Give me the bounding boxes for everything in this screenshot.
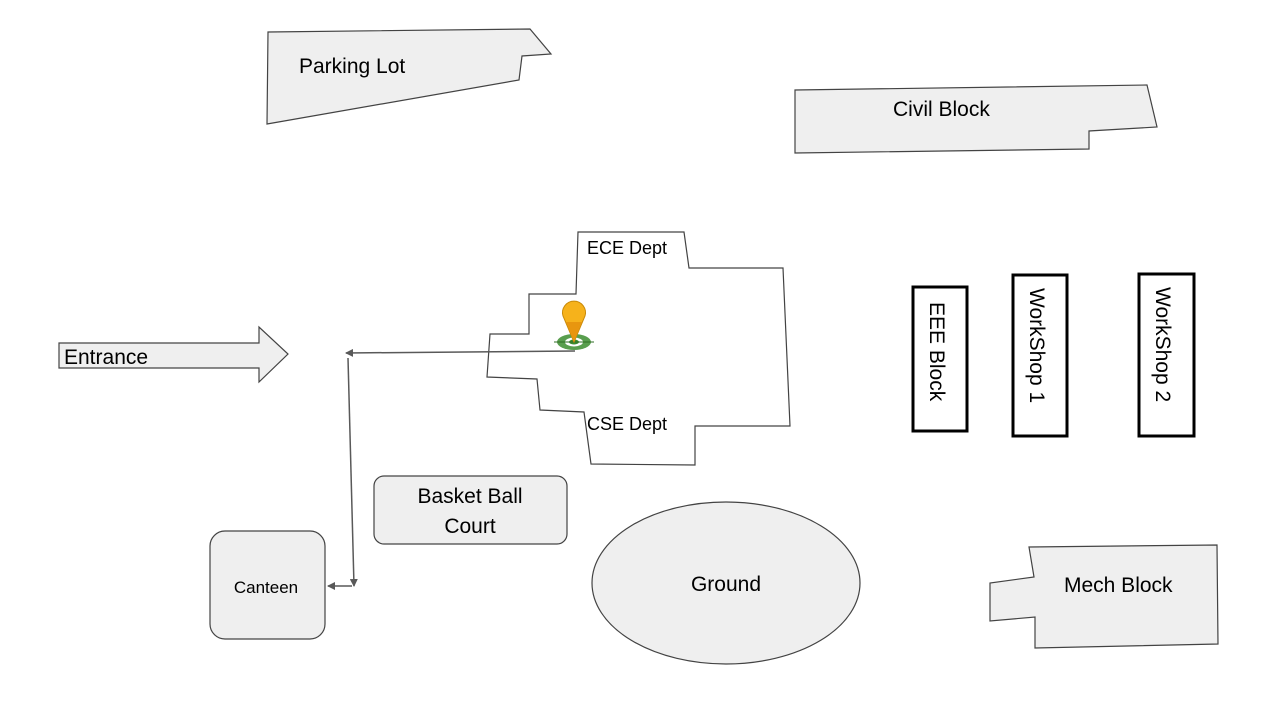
parking-lot[interactable]: Parking Lot bbox=[266, 28, 553, 125]
ece-dept-label: ECE Dept bbox=[587, 238, 667, 258]
mech-block[interactable]: Mech Block bbox=[989, 544, 1219, 649]
basketball-court-shape bbox=[373, 475, 568, 545]
entrance-arrow-shape bbox=[58, 325, 289, 384]
ground-label: Ground bbox=[691, 573, 761, 596]
cse-dept-label: CSE Dept bbox=[587, 414, 667, 434]
pin-body bbox=[562, 300, 586, 344]
canteen-shape bbox=[209, 530, 326, 640]
pin-body-shadow bbox=[566, 322, 582, 342]
civil-block-label: Civil Block bbox=[893, 98, 990, 121]
mech-block-label: Mech Block bbox=[1064, 574, 1173, 597]
ece-cse-building-shape bbox=[486, 231, 791, 466]
canteen[interactable]: Canteen bbox=[209, 530, 326, 640]
canteen-label: Canteen bbox=[234, 578, 298, 597]
civil-block[interactable]: Civil Block bbox=[794, 84, 1158, 154]
entrance[interactable]: Entrance bbox=[58, 325, 289, 384]
entrance-label: Entrance bbox=[64, 346, 148, 369]
workshop-1[interactable]: WorkShop 1 bbox=[1011, 273, 1069, 438]
route-segment-vertical bbox=[347, 357, 358, 587]
parking-lot-shape bbox=[266, 28, 553, 125]
basketball-court-label-line2: Court bbox=[444, 515, 496, 538]
basketball-court[interactable]: Basket Ball Court bbox=[373, 475, 568, 545]
basketball-court-label-line1: Basket Ball bbox=[417, 485, 522, 508]
ground-shape bbox=[591, 501, 861, 665]
parking-lot-label: Parking Lot bbox=[299, 55, 405, 78]
route-path bbox=[327, 348, 576, 590]
route-segment-horizontal bbox=[345, 348, 576, 357]
workshop-1-shape bbox=[1011, 273, 1069, 438]
location-pin-icon[interactable] bbox=[554, 300, 594, 350]
eee-block-shape bbox=[911, 285, 969, 433]
workshop-2-shape bbox=[1137, 272, 1196, 438]
workshop-2-label: WorkShop 2 bbox=[1151, 287, 1174, 402]
eee-block[interactable]: EEE Block bbox=[911, 285, 969, 433]
workshop-2[interactable]: WorkShop 2 bbox=[1137, 272, 1196, 438]
ground[interactable]: Ground bbox=[591, 501, 861, 665]
ece-cse-building[interactable]: ECE Dept CSE Dept bbox=[486, 231, 791, 466]
civil-block-shape bbox=[794, 84, 1158, 154]
eee-block-label: EEE Block bbox=[925, 302, 948, 402]
workshop-1-label: WorkShop 1 bbox=[1025, 288, 1048, 403]
mech-block-shape bbox=[989, 544, 1219, 649]
